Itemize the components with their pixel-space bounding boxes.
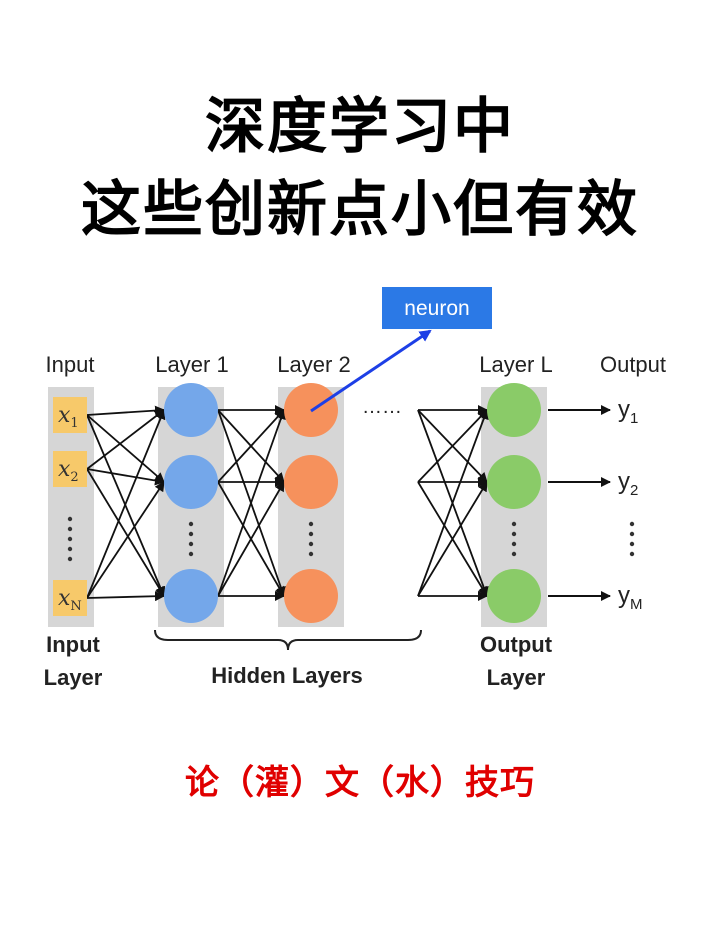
layerL-neuron-2 <box>487 455 541 509</box>
layerL-neuron-n <box>487 569 541 623</box>
footer-caption: 论（灌）文（水）技巧 <box>185 763 535 803</box>
layer1-vertical-dots <box>188 521 194 557</box>
layer1-neuron-2 <box>164 455 218 509</box>
input-to-layer1-edge-1-0 <box>86 409 165 470</box>
layerL-vertical-dots <box>511 521 517 557</box>
header-layer1: Layer 1 <box>155 352 228 377</box>
input-to-layer1-edge-1-1 <box>86 468 165 486</box>
before-layerL-edge-1-0 <box>417 409 488 483</box>
layer1-to-layer2-edge-2-1 <box>217 481 285 597</box>
output-vertical-dots <box>629 521 635 557</box>
header-layer2: Layer 2 <box>277 352 350 377</box>
input-box-n <box>53 580 87 616</box>
input-x2: x2 <box>58 457 79 485</box>
output-ym: yM <box>618 582 643 613</box>
layer1-to-layer2-edge-2-0 <box>217 409 286 597</box>
layer-ellipsis: …… <box>362 396 402 418</box>
title-line-1: 深度学习中 <box>205 92 515 162</box>
input-to-layer1-edge-0-1 <box>86 414 165 483</box>
input-to-layer1-edge-2-0 <box>86 409 166 599</box>
output-y1: y1 <box>618 396 638 427</box>
layer1-neuron-1 <box>164 383 218 437</box>
layer2-neuron-n <box>284 569 338 623</box>
title-line-2: 这些创新点小但有效 <box>81 175 639 245</box>
header-input: Input <box>46 352 95 377</box>
layer2-neuron-2 <box>284 455 338 509</box>
bottom-hidden-label: Hidden Layers <box>211 663 363 688</box>
input-box-2 <box>53 451 87 487</box>
connections <box>86 405 489 602</box>
bottom-input-line1: Input <box>46 632 100 657</box>
layer2-vertical-dots <box>308 521 314 557</box>
hidden-layers-brace <box>154 629 422 651</box>
input-to-layer1-edge-0-0 <box>86 405 165 416</box>
neuron-pointer-arrow <box>310 329 432 413</box>
output-y2: y2 <box>618 468 638 499</box>
bottom-output-line1: Output <box>480 632 553 657</box>
layerL-neuron-1 <box>487 383 541 437</box>
layer1-neuron-n <box>164 569 218 623</box>
layer1-to-layer2-edge-1-0 <box>217 409 285 483</box>
neuron-callout-label: neuron <box>404 297 469 320</box>
input-xn: xN <box>58 586 82 614</box>
input-x1: x1 <box>58 403 79 431</box>
header-layerL: Layer L <box>479 352 552 377</box>
input-to-layer1-edge-1-2 <box>86 468 165 597</box>
input-to-layer1-edge-2-1 <box>86 481 165 599</box>
bottom-output-line2: Layer <box>487 665 546 690</box>
before-layerL-edge-2-0 <box>417 409 489 597</box>
neuron-callout-box <box>382 287 492 329</box>
input-vertical-dots <box>67 516 73 562</box>
header-output: Output <box>600 352 666 377</box>
input-to-layer1-edge-2-2 <box>86 591 165 602</box>
bottom-input-line2: Layer <box>44 665 103 690</box>
before-layerL-edge-2-1 <box>417 481 488 597</box>
input-box-1 <box>53 397 87 433</box>
